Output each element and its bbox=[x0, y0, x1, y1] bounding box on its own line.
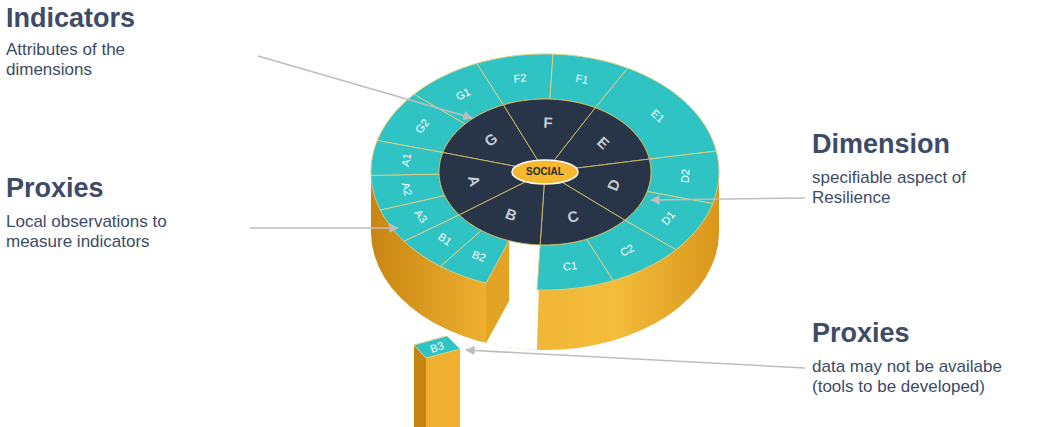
indicator-letter: F bbox=[543, 115, 553, 131]
piece-top bbox=[414, 336, 460, 358]
callout-text: Attributes of the dimensions bbox=[6, 40, 181, 80]
callout-text: Local observations to measure indicators bbox=[6, 212, 206, 252]
proxy-segment bbox=[537, 239, 613, 290]
proxy-code: D2 bbox=[678, 169, 691, 184]
callout-heading: Proxies bbox=[812, 317, 910, 349]
leader-line bbox=[258, 56, 472, 118]
leader-line bbox=[651, 198, 805, 200]
leader-line bbox=[466, 350, 805, 368]
callout-heading: Dimension bbox=[812, 128, 950, 160]
proxy-segment bbox=[371, 140, 443, 175]
leader-line bbox=[250, 227, 398, 229]
callout-text: data may not be availabe (tools to be de… bbox=[812, 357, 1027, 397]
oval-fill bbox=[512, 160, 578, 184]
dimension-oval: SOCIAL bbox=[511, 159, 579, 185]
proxy-segment bbox=[371, 174, 445, 210]
proxy-code: C1 bbox=[562, 260, 577, 274]
proxy-segment bbox=[477, 54, 553, 105]
dimension-name: SOCIAL bbox=[526, 166, 564, 178]
callout-heading: Proxies bbox=[6, 172, 104, 204]
callout-heading: Indicators bbox=[6, 2, 135, 34]
piece-side bbox=[414, 345, 426, 427]
callout-text: specifiable aspect of Resilience bbox=[812, 168, 1027, 208]
proxy-code: A1 bbox=[399, 153, 413, 168]
proxy-code: F2 bbox=[513, 71, 527, 84]
piece-front bbox=[426, 349, 460, 427]
